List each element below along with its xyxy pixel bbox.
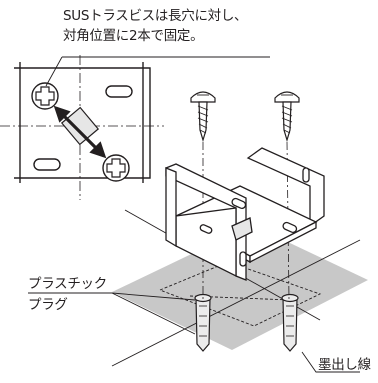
screw-head-top-left bbox=[31, 82, 59, 110]
u-bracket bbox=[165, 147, 325, 281]
note-line-1: SUSトラスビスは長穴に対し、 bbox=[63, 8, 248, 24]
ink-line-leader bbox=[301, 351, 360, 373]
plug-label-line-2: プラグ bbox=[28, 297, 68, 313]
bracket-detail-view bbox=[0, 55, 270, 200]
ink-line-label: 墨出し線 bbox=[318, 357, 371, 373]
plug-label-line-1: プラスチック bbox=[28, 276, 107, 292]
screw-head-bottom-right bbox=[102, 154, 130, 182]
note-line-2: 対角位置に2本で固定。 bbox=[63, 28, 204, 44]
screw-left bbox=[190, 91, 216, 143]
plastic-plug-left bbox=[194, 293, 212, 352]
plastic-plug-right bbox=[281, 293, 299, 352]
screw-right bbox=[274, 91, 300, 143]
